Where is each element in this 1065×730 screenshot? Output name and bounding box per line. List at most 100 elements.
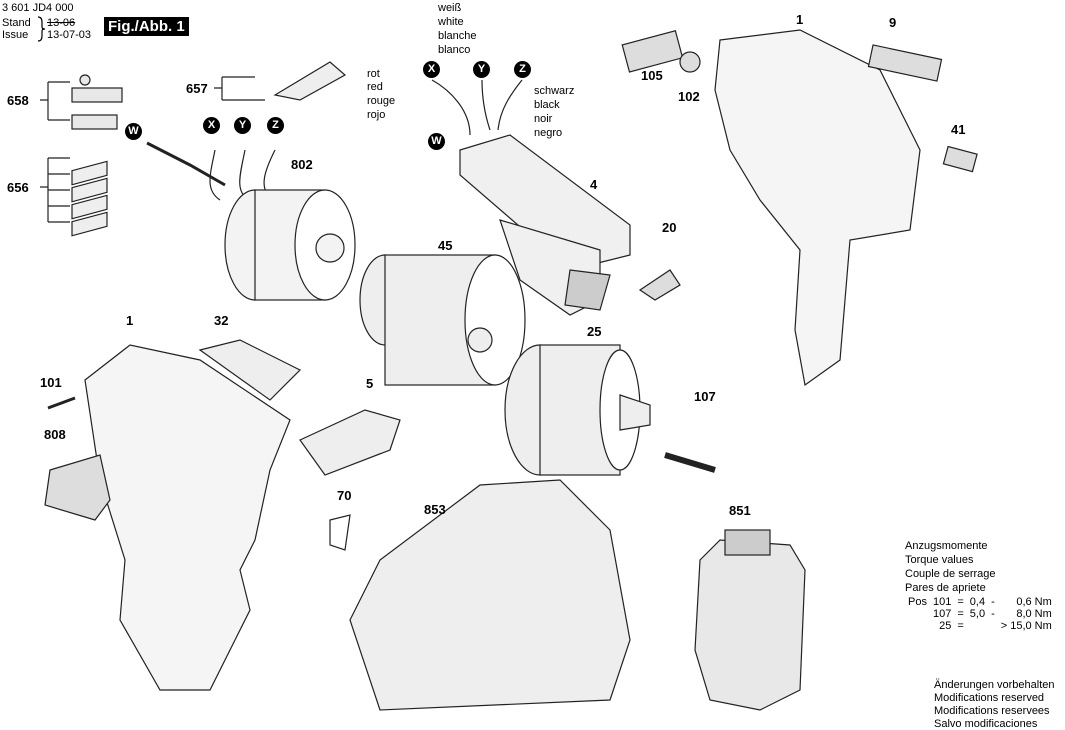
bracket-658 [40, 81, 70, 121]
notice-en: Modifications reserved [934, 692, 1045, 704]
torque-cell: 25 [939, 620, 952, 632]
torque-cell: = [957, 596, 964, 608]
switch-wires [431, 79, 523, 136]
torque-cell [905, 620, 930, 632]
torque-title-en: Torque values [905, 554, 974, 566]
wire-marker-w: W [428, 133, 445, 150]
wire-color-de: weiß [438, 2, 462, 14]
torque-row: 107=5,0-8,0 Nm [905, 608, 1055, 620]
motor-marker-y: Y [234, 117, 251, 134]
label-9: 9 [889, 15, 897, 30]
label-657: 657 [186, 81, 208, 96]
label-5: 5 [366, 376, 374, 391]
wire-color-de: rot [367, 68, 380, 80]
label-853: 853 [424, 502, 446, 517]
label-9 [867, 44, 943, 82]
torque-cell: 8,0 Nm [1016, 608, 1052, 620]
label-41 [942, 145, 978, 173]
issue-value: 13-07-03 [47, 29, 92, 41]
label-802: 802 [291, 157, 313, 172]
gearbox-45 [359, 254, 526, 386]
housing-right-1 [714, 29, 921, 387]
label-1-right: 1 [796, 12, 804, 27]
bracket-657 [214, 76, 265, 101]
plate-105 [621, 29, 684, 73]
wire-color-en: white [438, 16, 464, 28]
part-5 [299, 409, 401, 476]
stand-value: 13-06 [47, 17, 76, 29]
label-102: 102 [678, 89, 700, 104]
label-41: 41 [951, 122, 966, 137]
torque-title-fr: Couple de serrage [905, 568, 996, 580]
torque-cell: Pos [908, 596, 927, 608]
label-70: 70 [337, 488, 352, 503]
notice-es: Salvo modificaciones [934, 718, 1038, 730]
wire-color-fr: noir [534, 113, 553, 125]
wire-color-es: blanco [438, 44, 471, 56]
bracket-656 [40, 157, 70, 223]
label-107: 107 [694, 389, 716, 404]
figure-label: Fig./Abb. 1 [104, 17, 189, 36]
wire-color-es: rojo [367, 109, 386, 121]
torque-cell: - [991, 608, 995, 620]
housing-left-1 [84, 344, 291, 691]
wire-marker-z: Z [514, 61, 531, 78]
wire-color-en: black [534, 99, 560, 111]
label-32: 32 [214, 313, 229, 328]
torque-cell: - [991, 596, 995, 608]
torque-cell [967, 620, 988, 632]
clip-70 [329, 514, 351, 551]
part-32 [198, 339, 302, 401]
screw-107 [664, 452, 716, 473]
label-45: 45 [438, 238, 453, 253]
wire-color-en: red [367, 81, 383, 93]
label-4: 4 [590, 177, 598, 192]
wire-color-es: negro [534, 127, 563, 139]
screw-101 [47, 396, 76, 410]
bracket-part-657 [273, 61, 347, 101]
torque-cell: = [957, 620, 964, 632]
torque-cell: 0,6 Nm [1016, 596, 1052, 608]
label-20: 20 [662, 220, 677, 235]
motor-marker-z: Z [267, 117, 284, 134]
motor-802 [224, 189, 356, 301]
motor-marker-x: X [203, 117, 220, 134]
label-105: 105 [641, 68, 663, 83]
wire-color-de: schwarz [534, 85, 575, 97]
clips-656 [71, 160, 108, 237]
wire-marker-x: X [423, 61, 440, 78]
wire-w [146, 141, 226, 187]
cap-102 [679, 51, 701, 73]
label-25: 25 [587, 324, 602, 339]
torque-cell: 101 [932, 596, 952, 608]
torque-title-de: Anzugsmomente [905, 540, 988, 552]
notice-de: Änderungen vorbehalten [934, 679, 1055, 691]
motor-marker-w: W [125, 123, 142, 140]
torque-cell [905, 608, 930, 620]
wire-color-fr: rouge [367, 95, 396, 107]
torque-cell [988, 620, 998, 632]
label-851: 851 [729, 503, 751, 518]
notice-fr: Modifications reservees [934, 705, 1050, 717]
label-808 [44, 454, 111, 521]
torque-cell: 107 [932, 608, 952, 620]
label-658: 658 [7, 93, 29, 108]
battery-851 [694, 539, 806, 711]
charger-853 [349, 479, 631, 711]
stand-label: Stand [2, 17, 31, 29]
label-656: 656 [7, 180, 29, 195]
torque-title-es: Pares de apriete [905, 582, 986, 594]
clip-658 [71, 74, 123, 130]
torque-cell: 5,0 [969, 608, 986, 620]
label-808: 808 [44, 427, 66, 442]
label-1-left: 1 [126, 313, 134, 328]
label-101: 101 [40, 375, 62, 390]
battery-contact [724, 529, 771, 556]
torque-cell: > 15,0 Nm [1000, 620, 1052, 632]
wire-marker-y: Y [473, 61, 490, 78]
torque-row: 25 = > 15,0 Nm [905, 620, 1055, 632]
